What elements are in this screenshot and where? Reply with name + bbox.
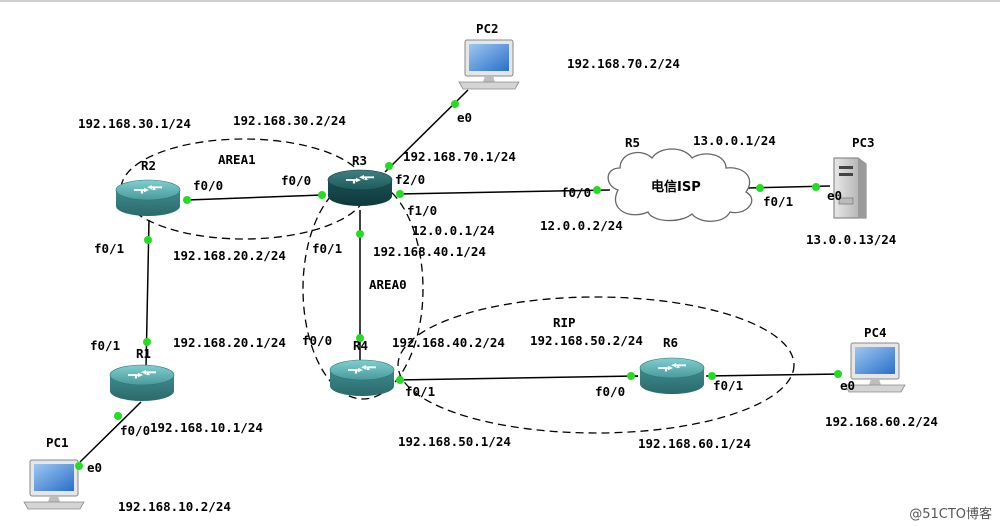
label-r1: R1 — [136, 346, 151, 361]
ip-r6-60: 192.168.60.1/24 — [638, 436, 751, 451]
router-r2[interactable] — [116, 180, 180, 216]
top-border — [0, 0, 1000, 2]
if-r1-f00: f0/0 — [120, 423, 150, 438]
dot-r4-f00 — [356, 334, 364, 342]
dot-r2-f00 — [183, 196, 191, 204]
label-area0: AREA0 — [369, 277, 407, 292]
ip-pc4: 192.168.60.2/24 — [825, 414, 938, 429]
label-r2: R2 — [141, 158, 156, 173]
if-r2-f00: f0/0 — [193, 178, 223, 193]
watermark: @51CTO博客 — [909, 507, 992, 522]
dot-r5-f01 — [756, 184, 764, 192]
dot-r6-f00 — [627, 372, 635, 380]
label-rip: RIP — [553, 315, 576, 330]
if-r5-f01: f0/1 — [763, 194, 793, 209]
router-r1[interactable] — [110, 365, 174, 401]
if-r2-f01: f0/1 — [94, 241, 124, 256]
dot-r3-f10 — [396, 190, 404, 198]
ip-pc3: 13.0.0.13/24 — [806, 232, 896, 247]
ip-r5-13: 13.0.0.1/24 — [693, 133, 776, 148]
link-r2-r3 — [186, 194, 323, 201]
if-r3-f01: f0/1 — [312, 241, 342, 256]
isp-cloud[interactable]: 电信ISP — [607, 148, 753, 222]
dot-r4-f01 — [396, 376, 404, 384]
isp-label: 电信ISP — [651, 179, 701, 195]
label-r6: R6 — [663, 335, 678, 350]
ip-r4-50: 192.168.50.1/24 — [398, 434, 511, 449]
label-pc4: PC4 — [864, 325, 887, 340]
ip-r6-50: 192.168.50.2/24 — [530, 333, 643, 348]
dot-r1-f00 — [114, 412, 122, 420]
ip-r1-20: 192.168.20.1/24 — [173, 335, 286, 350]
if-pc4-e0: e0 — [840, 378, 855, 393]
pc1[interactable] — [23, 459, 85, 510]
dot-r2-f01 — [144, 236, 152, 244]
label-pc2: PC2 — [476, 21, 499, 36]
if-r3-f10: f1/0 — [407, 203, 437, 218]
link-r1-pc1 — [79, 401, 142, 463]
if-r5-f00: f0/0 — [561, 185, 591, 200]
label-pc3: PC3 — [852, 135, 875, 150]
label-r4: R4 — [353, 338, 368, 353]
if-r4-f00: f0/0 — [302, 333, 332, 348]
dot-r3-f01 — [356, 230, 364, 238]
label-r3: R3 — [352, 153, 367, 168]
if-r4-f01: f0/1 — [405, 384, 435, 399]
router-r6[interactable] — [640, 358, 704, 394]
dot-r6-f01 — [708, 372, 716, 380]
ip-pc1: 192.168.10.2/24 — [118, 499, 231, 514]
dot-r1-f01 — [143, 338, 151, 346]
if-r6-f01: f0/1 — [713, 378, 743, 393]
dot-r5-f00 — [593, 186, 601, 194]
ip-r2-30: 192.168.30.1/24 — [78, 116, 191, 131]
dot-pc2-e0 — [451, 100, 459, 108]
if-r1-f01: f0/1 — [90, 338, 120, 353]
ip-r4-40: 192.168.40.2/24 — [392, 335, 505, 350]
label-r5: R5 — [625, 135, 640, 150]
router-r3[interactable] — [328, 170, 392, 206]
ip-r3-40: 192.168.40.1/24 — [373, 244, 486, 259]
ip-r5-12: 12.0.0.2/24 — [540, 218, 623, 233]
dot-r3-f00 — [318, 191, 326, 199]
rip-boundary — [397, 296, 795, 434]
router-r4[interactable] — [330, 360, 394, 396]
ip-pc2: 192.168.70.2/24 — [567, 56, 680, 71]
if-r3-f00: f0/0 — [281, 173, 311, 188]
dot-pc3-e0 — [812, 183, 820, 191]
ip-r3-12: 12.0.0.1/24 — [412, 223, 495, 238]
dot-r3-f20 — [385, 162, 393, 170]
ip-r3-70: 192.168.70.1/24 — [403, 149, 516, 164]
link-dots — [75, 100, 842, 470]
if-r6-f00: f0/0 — [595, 384, 625, 399]
dot-pc1-e0 — [75, 462, 83, 470]
if-pc1-e0: e0 — [87, 460, 102, 475]
if-pc3-e0: e0 — [827, 188, 842, 203]
link-r4-r6 — [395, 375, 639, 381]
ip-r1-10: 192.168.10.1/24 — [150, 420, 263, 435]
dot-pc4-e0 — [834, 370, 842, 378]
pc2[interactable] — [458, 39, 520, 90]
link-r6-pc4 — [705, 373, 843, 377]
label-pc1: PC1 — [46, 435, 69, 450]
label-area1: AREA1 — [218, 152, 256, 167]
ip-r2-20: 192.168.20.2/24 — [173, 248, 286, 263]
if-r3-f20: f2/0 — [395, 172, 425, 187]
if-pc2-e0: e0 — [457, 110, 472, 125]
link-r3-r5 — [397, 189, 611, 195]
ip-r3-30: 192.168.30.2/24 — [233, 113, 346, 128]
